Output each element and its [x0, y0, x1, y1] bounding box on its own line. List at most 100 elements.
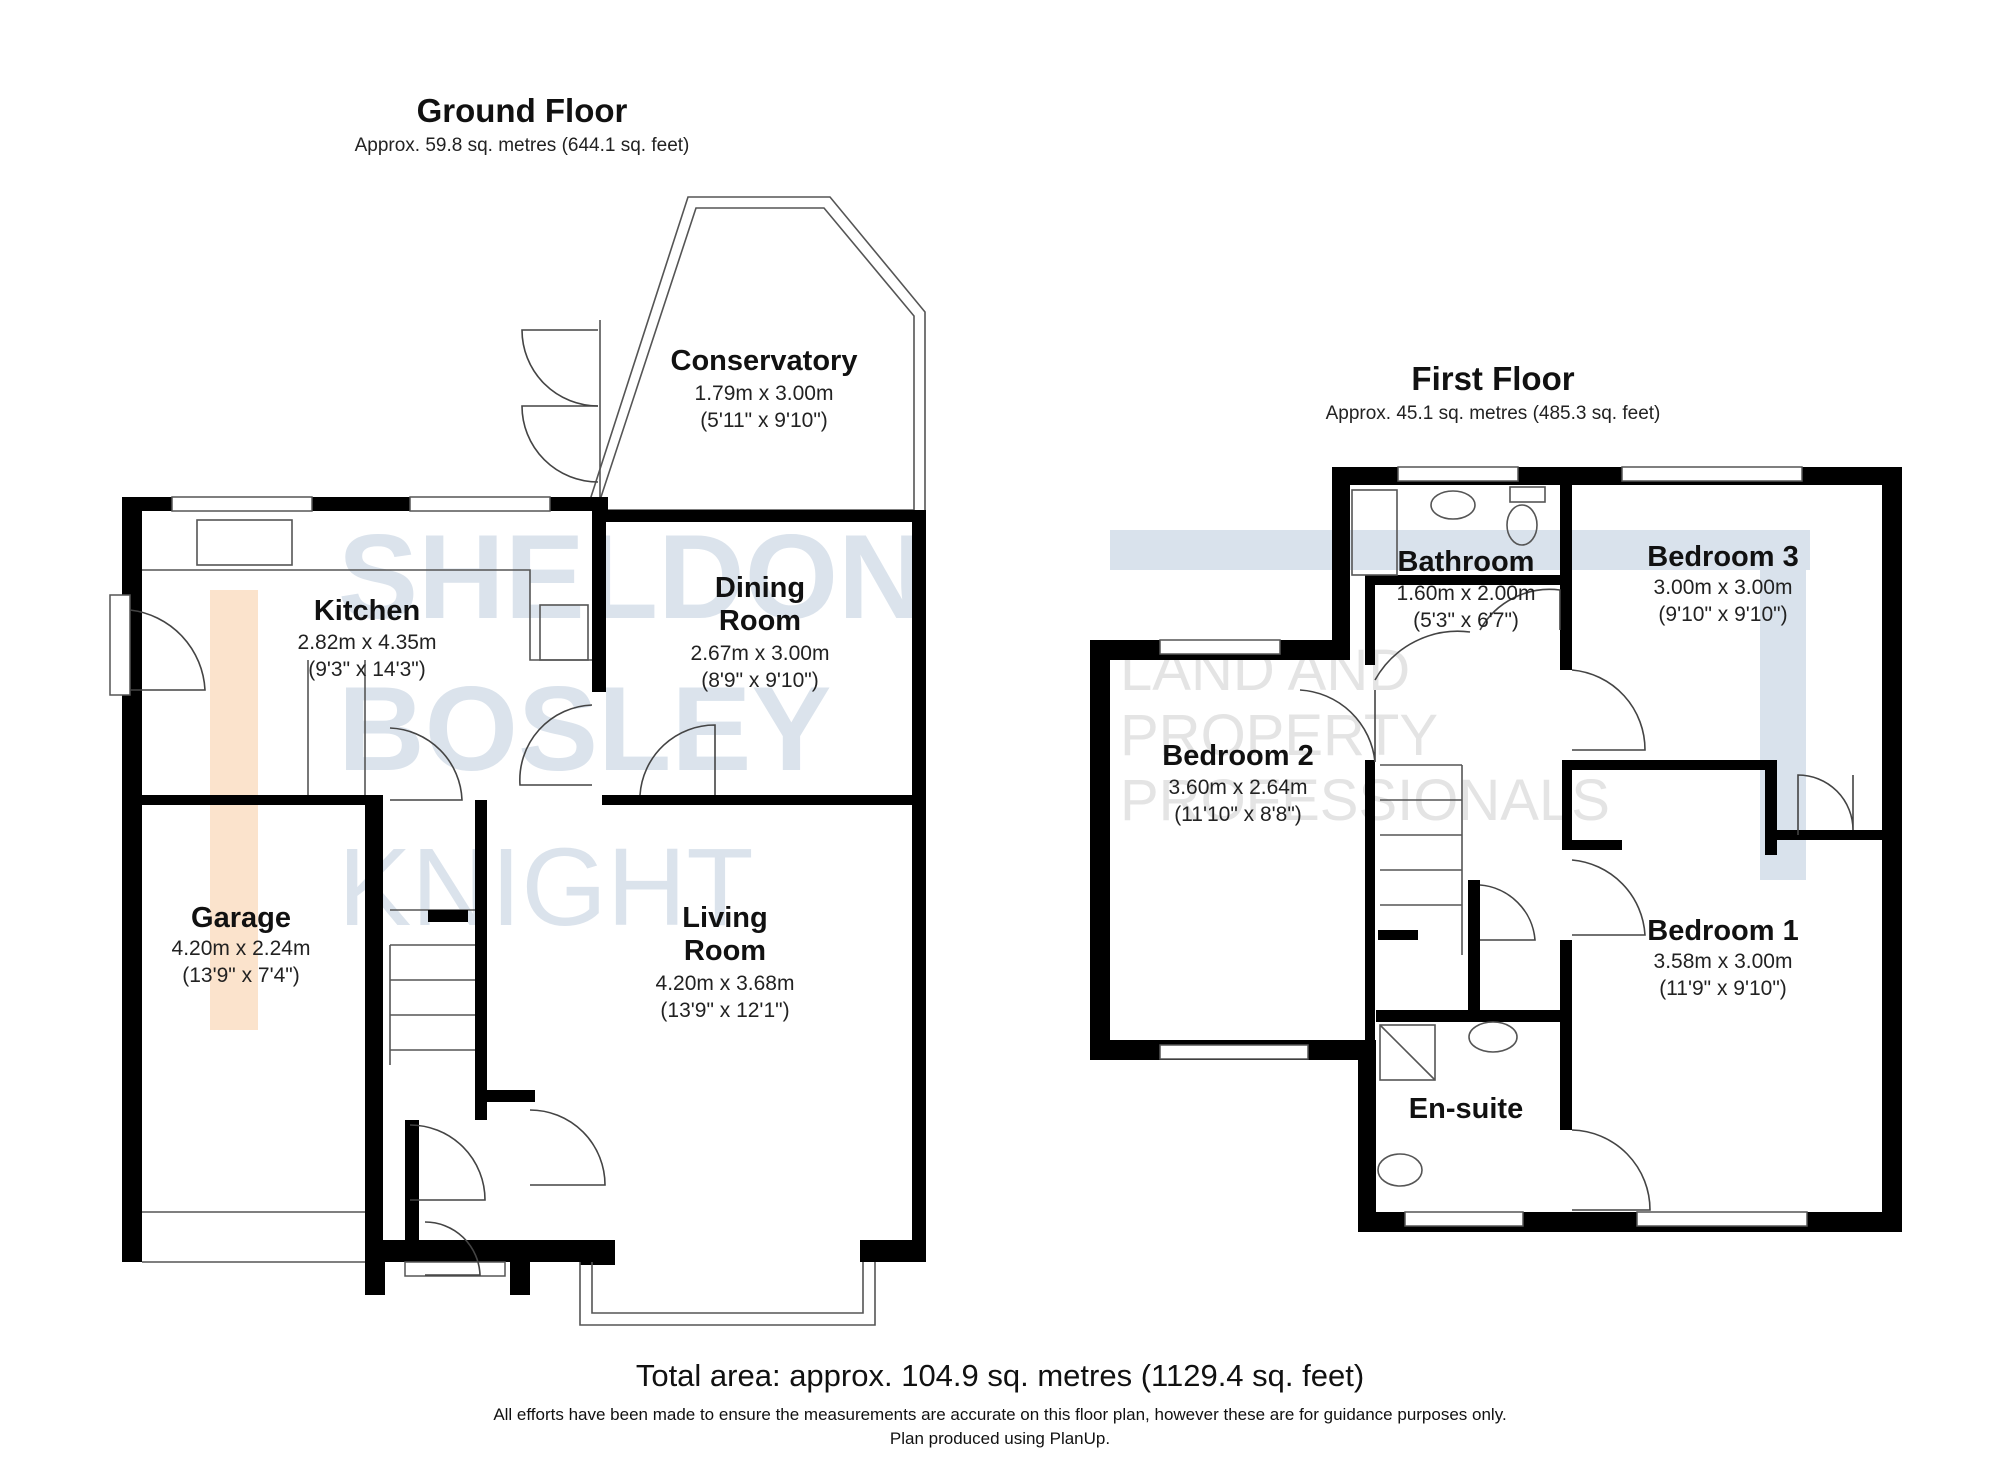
- room-label-bathroom: Bathroom 1.60m x 2.00m (5'3" x 6'7"): [1397, 546, 1536, 632]
- kitchen-sink: [196, 519, 293, 566]
- bathroom-bottom-wall: [1365, 575, 1565, 585]
- ff-east-wall: [1882, 467, 1902, 1232]
- garage-name: Garage: [191, 902, 291, 934]
- room-label-kitchen: Kitchen 2.82m x 4.35m (9'3" x 14'3"): [298, 595, 437, 681]
- kitchen-metric: 2.82m x 4.35m: [298, 631, 437, 654]
- dining-name-line2: Room: [719, 605, 801, 637]
- front-door-step: [404, 1261, 506, 1277]
- ground-floor-area: Approx. 59.8 sq. metres (644.1 sq. feet): [355, 135, 690, 156]
- room-label-bedroom2: Bedroom 2 3.60m x 2.64m (11'10" x 8'8"): [1162, 740, 1313, 826]
- first-floor-area: Approx. 45.1 sq. metres (485.3 sq. feet): [1326, 403, 1661, 424]
- east-wall: [912, 510, 926, 1250]
- dining-living-wall: [602, 795, 922, 805]
- dining-living-door: [639, 724, 716, 796]
- bathroom-west-wall: [1332, 467, 1350, 647]
- cupboard-wall: [1765, 760, 1777, 855]
- bathroom-bedroom3-wall: [1560, 480, 1572, 670]
- ground-stairs: [389, 909, 475, 1065]
- bedroom2-window-bottom: [1159, 1044, 1309, 1060]
- bedroom1-name: Bedroom 1: [1647, 915, 1798, 947]
- dining-metric: 2.67m x 3.00m: [691, 642, 830, 665]
- bathroom-window: [1397, 466, 1519, 482]
- first-floor-title: First Floor: [1411, 360, 1574, 397]
- bathroom-imperial: (5'3" x 6'7"): [1413, 609, 1519, 632]
- ensuite-door: [1571, 1129, 1651, 1211]
- bath-tub: [1351, 489, 1398, 576]
- bedroom3-imperial: (9'10" x 9'10"): [1658, 603, 1787, 626]
- ensuite-east-wall: [1560, 1010, 1572, 1130]
- conservatory-door-left: [521, 329, 599, 407]
- watermark-accent-bar: [210, 590, 258, 1030]
- living-metric: 4.20m x 3.68m: [656, 972, 795, 995]
- first-floor-plan: [1090, 466, 1902, 1232]
- bedroom3-window: [1621, 466, 1803, 482]
- kitchen-window-1: [171, 496, 313, 512]
- landing-cupboard-door: [1479, 884, 1536, 941]
- watermark-bar-top: [1110, 530, 1810, 570]
- porch-wall: [405, 1120, 419, 1255]
- total-area: Total area: approx. 104.9 sq. metres (11…: [636, 1358, 1364, 1393]
- bedroom2-west-wall: [1090, 640, 1110, 1060]
- kitchen-window-2: [409, 496, 551, 512]
- living-name-line1: Living: [682, 902, 767, 934]
- living-imperial: (13'9" x 12'1"): [660, 999, 789, 1022]
- watermark-line3: KNIGHT: [338, 826, 754, 949]
- room-label-garage: Garage 4.20m x 2.24m (13'9" x 7'4"): [172, 902, 311, 987]
- bedroom2-door: [1299, 689, 1376, 763]
- room-label-conservatory: Conservatory 1.79m x 3.00m (5'11" x 9'10…: [671, 345, 858, 432]
- bedroom3-door: [1571, 669, 1646, 751]
- kitchen-side-door: [109, 594, 131, 696]
- bedroom2-window-top: [1159, 639, 1281, 655]
- bedroom1-imperial: (11'9" x 9'10"): [1659, 977, 1787, 1000]
- porch-door: [409, 1124, 486, 1201]
- ensuite-shower: [1379, 1024, 1436, 1081]
- watermark-sub2: PROPERTY: [1120, 703, 1438, 768]
- bedroom3-name: Bedroom 3: [1647, 541, 1798, 573]
- watermark: SHELDON BOSLEY KNIGHT LAND AND PROPERTY …: [210, 510, 1810, 1030]
- garage-imperial: (13'9" x 7'4"): [182, 964, 299, 987]
- watermark-line2: BOSLEY: [338, 662, 831, 796]
- room-label-bedroom3: Bedroom 3 3.00m x 3.00m (9'10" x 9'10"): [1647, 541, 1798, 626]
- living-west-wall: [475, 800, 487, 1120]
- ensuite-name: En-suite: [1409, 1093, 1523, 1125]
- room-label-ensuite: En-suite: [1409, 1093, 1523, 1125]
- bedroom3-bedroom1-wall: [1765, 830, 1890, 840]
- bathroom-name: Bathroom: [1398, 546, 1535, 578]
- bathroom-door: [1479, 588, 1561, 631]
- conservatory-door-right: [521, 405, 599, 483]
- bathroom-basin: [1430, 490, 1476, 520]
- landing-cupboard-wall: [1468, 880, 1480, 1010]
- disclaimer-line2: Plan produced using PlanUp.: [890, 1429, 1110, 1448]
- living-hall-door: [529, 1109, 606, 1186]
- bedroom1-door: [1571, 859, 1646, 936]
- kitchen-garage-wall: [140, 795, 372, 805]
- bedroom2-name: Bedroom 2: [1162, 740, 1313, 772]
- bedroom3-metric: 3.00m x 3.00m: [1654, 576, 1793, 599]
- bedroom3-cupboard-top: [1562, 760, 1777, 770]
- garage-hall-wall: [365, 795, 383, 1265]
- living-name-line2: Room: [684, 935, 766, 967]
- bedroom3-cupboard-door: [1797, 774, 1854, 835]
- living-bay-window: [579, 1262, 876, 1326]
- conservatory-glass: [589, 196, 926, 510]
- ensuite-top-wall: [1376, 1010, 1572, 1022]
- hall-door: [389, 727, 463, 801]
- bathroom-toilet: [1506, 504, 1538, 546]
- bedroom1-window: [1636, 1211, 1808, 1227]
- ground-floor-title: Ground Floor: [417, 92, 628, 129]
- bedroom1-metric: 3.58m x 3.00m: [1654, 950, 1793, 973]
- conservatory-metric: 1.79m x 3.00m: [695, 382, 834, 405]
- conservatory-imperial: (5'11" x 9'10"): [700, 409, 828, 432]
- disclaimer-line1: All efforts have been made to ensure the…: [493, 1405, 1506, 1424]
- garage-metric: 4.20m x 2.24m: [172, 937, 311, 960]
- watermark-sub3: PROFESSIONALS: [1120, 768, 1610, 833]
- ensuite-toilet: [1377, 1153, 1423, 1187]
- ground-floor-plan: [109, 196, 926, 1326]
- first-stairs: [1378, 764, 1463, 955]
- watermark-line1: SHELDON: [338, 510, 925, 644]
- bedroom2-metric: 3.60m x 2.64m: [1169, 776, 1308, 799]
- kitchen-external-door: [129, 609, 206, 691]
- kitchen-name: Kitchen: [314, 595, 420, 627]
